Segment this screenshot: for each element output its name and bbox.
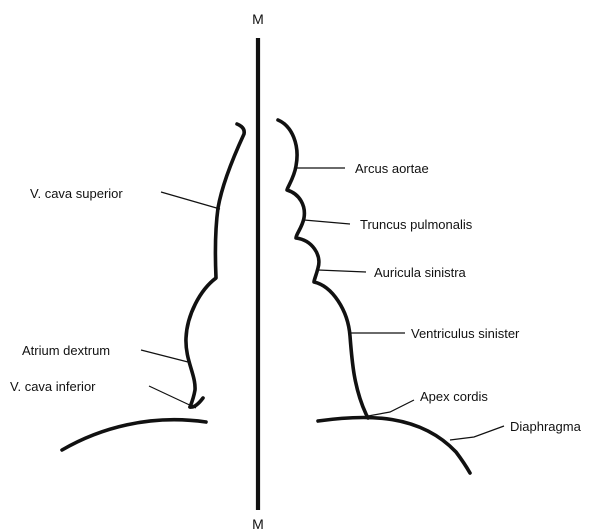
- label-arcus-aortae: Arcus aortae: [355, 161, 429, 176]
- leader-atrium-dextrum: [141, 350, 188, 362]
- diaphragm-left-dome: [318, 417, 470, 473]
- median-label-top: M: [252, 11, 264, 27]
- label-ventriculus-sinister: Ventriculus sinister: [411, 326, 520, 341]
- right-heart-border: [186, 124, 244, 407]
- leader-v-cava-superior: [161, 192, 220, 209]
- label-v-cava-inferior: V. cava inferior: [10, 379, 96, 394]
- leader-truncus-pulmonalis: [304, 220, 350, 224]
- leader-diaphragma: [450, 426, 504, 440]
- label-apex-cordis: Apex cordis: [420, 389, 488, 404]
- label-truncus-pulmonalis: Truncus pulmonalis: [360, 217, 473, 232]
- label-atrium-dextrum: Atrium dextrum: [22, 343, 110, 358]
- leader-auricula-sinistra: [318, 270, 366, 272]
- label-v-cava-superior: V. cava superior: [30, 186, 123, 201]
- diaphragm-right-dome: [62, 420, 206, 450]
- label-auricula-sinistra: Auricula sinistra: [374, 265, 467, 280]
- label-diaphragma: Diaphragma: [510, 419, 582, 434]
- leader-v-cava-inferior: [149, 386, 196, 408]
- median-label-bottom: M: [252, 516, 264, 532]
- leader-apex-cordis: [368, 400, 414, 416]
